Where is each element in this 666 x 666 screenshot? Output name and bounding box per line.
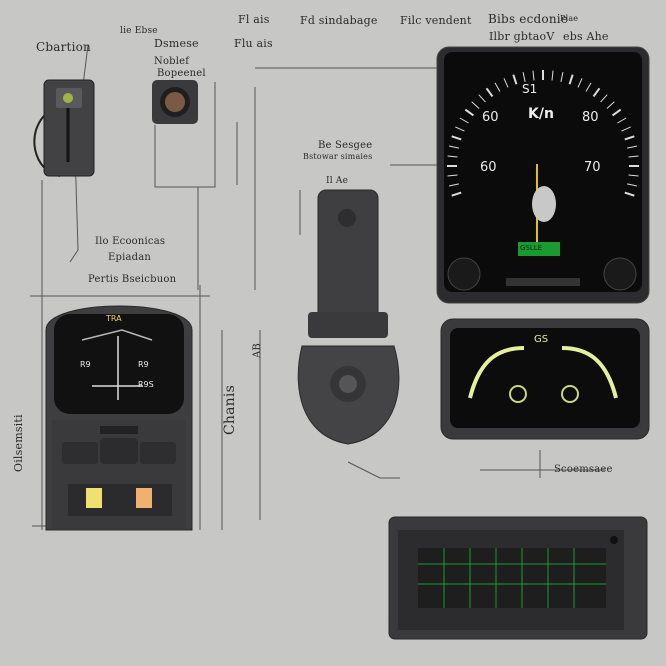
label-vertical-center-2: AB	[252, 343, 263, 358]
left-gauge-bottom: R9S	[138, 380, 154, 389]
small-camera-sensor	[150, 78, 200, 128]
handle-mount-component	[286, 186, 410, 452]
gauge-tick	[448, 183, 459, 187]
left-gauge-left: R9	[80, 360, 91, 369]
gauge-tick	[606, 101, 615, 109]
gauge-tick	[451, 135, 462, 141]
label-vertical-left: Oilsemsiti	[12, 414, 25, 472]
gauge-tick	[455, 126, 465, 132]
gauge-tick	[503, 78, 509, 88]
gauge-unit: K/n	[528, 106, 554, 122]
label-top-left-1: Cbartion	[36, 40, 91, 54]
label-top-left-5: Bopeenel	[157, 68, 206, 79]
gauge-tick	[627, 145, 638, 149]
gauge-tick	[627, 183, 638, 187]
gauge-tick	[551, 70, 554, 81]
label-top-center-1: Fl ais	[238, 13, 270, 26]
gauge-tick	[494, 82, 501, 92]
gauge-tick	[512, 74, 518, 85]
gauge-tick	[628, 155, 639, 158]
label-top-left-4: Noblef	[154, 56, 190, 67]
gauge-tick	[522, 71, 526, 82]
gauge-tick	[585, 82, 592, 92]
gauge-tick	[617, 117, 627, 124]
gauge-tick	[568, 74, 574, 85]
label-top-right-4: Plae	[560, 14, 579, 23]
label-mid-left-1: Ilo Ecoonicas	[95, 236, 166, 247]
gauge-tick	[621, 126, 631, 132]
gauge-left-value: 60	[482, 110, 499, 125]
gauge-tick	[471, 101, 480, 109]
label-mid-center-2: Bstowar simaies	[303, 152, 373, 161]
label-mid-left-2: Epiadan	[108, 252, 152, 263]
gauge-tick	[560, 71, 564, 82]
cluster-center: GS	[534, 334, 549, 345]
gauge-tick	[447, 174, 458, 177]
gauge-display: GSLLE	[520, 244, 543, 252]
label-mid-center-3: Il Ae	[326, 176, 349, 186]
gauge-tick	[447, 155, 458, 158]
gauge-tick	[628, 174, 639, 177]
gauge-tick	[464, 108, 475, 117]
label-top-left-3: Dsmese	[154, 37, 199, 50]
gauge-tick	[624, 191, 635, 197]
gauge-tick	[577, 78, 583, 88]
label-top-center-2: Fd sindabage	[300, 14, 378, 27]
label-top-right-5: ebs Ahe	[563, 30, 609, 43]
gauge-tick	[592, 87, 601, 98]
left-gauge-right: R9	[138, 360, 149, 369]
label-mid-left-3: Pertis Bseicbuon	[88, 274, 177, 285]
label-vertical-center: Chanis	[222, 385, 238, 435]
speedometer-gauge: S1 K/n 60 80 60 70 GSLLE	[436, 46, 650, 304]
gauge-right-value: 80	[582, 110, 599, 125]
gauge-tick	[624, 135, 635, 141]
left-gauge-top: TRA	[106, 314, 122, 323]
gauge-top-text: S1	[522, 82, 538, 96]
dashboard-control-unit: TRA R9 R9 R9S	[42, 290, 196, 532]
label-top-right-3: Ilbr gbtaoV	[489, 30, 555, 43]
label-top-right-2: Bibs ecdonie	[488, 12, 569, 26]
gauge-lower-left: 60	[480, 160, 497, 175]
label-top-left-2: lie Ebse	[120, 26, 158, 36]
gauge-tick	[478, 94, 486, 103]
gauge-tick	[611, 108, 622, 117]
graph-display-panel	[388, 516, 648, 640]
gauge-tick	[451, 191, 462, 197]
gauge-lower-right: 70	[584, 160, 601, 175]
label-top-center-3: Flu ais	[234, 37, 273, 50]
gauge-tick	[485, 87, 494, 98]
cable-switch-component	[30, 72, 110, 192]
gauge-tick	[600, 94, 608, 103]
gauge-tick	[459, 117, 469, 124]
gauge-tick	[448, 145, 459, 149]
label-mid-center-1: Be Sesgee	[318, 140, 373, 151]
instrument-cluster-display: GS	[440, 318, 650, 440]
gauge-tick	[532, 70, 535, 81]
label-bottom-right: Scoemsaee	[554, 464, 613, 475]
label-top-right-1: Filc vendent	[400, 14, 472, 27]
